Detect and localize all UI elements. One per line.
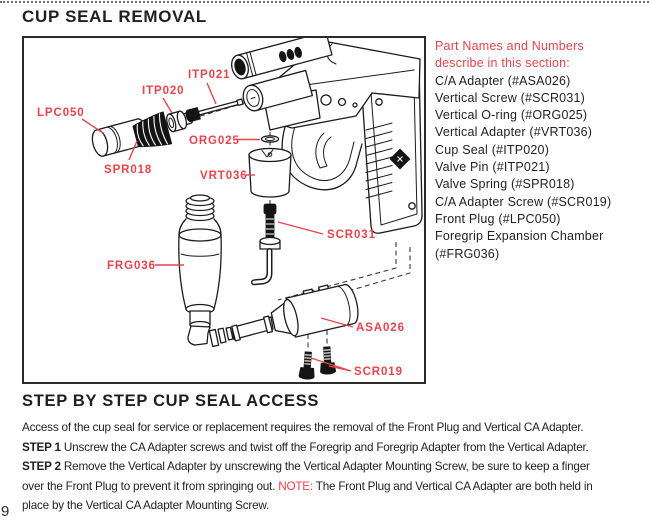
step-label: STEP 2 <box>22 460 61 474</box>
valve-chamber-tube <box>242 69 314 112</box>
part-label-itp020: ITP020 <box>142 85 184 97</box>
cup-seal <box>166 110 194 133</box>
leader-spr018 <box>128 140 138 161</box>
steps-section-heading: STEP BY STEP CUP SEAL ACCESS <box>22 392 320 410</box>
vertical-oring <box>260 135 280 143</box>
parts-panel-heading-line1: Part Names and Numbers <box>435 39 584 53</box>
parts-list-item: Foregrip Expansion Chamber <box>435 229 604 244</box>
grip-screw <box>408 202 416 210</box>
elbow-fitting <box>187 325 211 346</box>
body-text-line: over the Front Plug to prevent it from s… <box>22 477 646 497</box>
body-text-line: Access of the cup seal for service or re… <box>22 418 646 438</box>
steps-body-text: Access of the cup seal for service or re… <box>22 418 646 516</box>
valve-pin <box>185 98 244 123</box>
valve-spring <box>132 111 173 148</box>
page-title: CUP SEAL REMOVAL <box>22 7 208 26</box>
marker-body <box>231 38 423 234</box>
parts-list-item: Cup Seal (#ITP020) <box>435 142 550 157</box>
exploded-diagram-frame: LPC050 SPR018 ITP020 ITP021 ORG025 VRT03… <box>22 36 426 384</box>
grip-texture-hatching <box>365 122 393 199</box>
parts-panel-heading-line2: describe in this section: <box>435 56 570 71</box>
part-label-lpc050: LPC050 <box>37 107 85 119</box>
parts-list-item: Valve Spring (#SPR018) <box>435 177 575 192</box>
page-number: 9 <box>1 503 10 520</box>
parts-names-panel: Part Names and Numbers describe in this … <box>435 38 647 263</box>
barrel-bore <box>234 58 246 76</box>
trigger <box>315 132 332 169</box>
grip-logo-diamond <box>389 148 411 170</box>
part-label-frg036: FRG036 <box>107 260 156 272</box>
part-label-scr019: SCR019 <box>354 366 403 378</box>
parts-list-item: C/A Adapter Screw (#SCR019) <box>435 194 612 209</box>
body-text-line: STEP 1 Unscrew the CA Adapter screws and… <box>22 438 646 458</box>
step-label: STEP 1 <box>22 440 61 454</box>
leader-itp020 <box>162 97 173 114</box>
ca-adapter-screw <box>320 346 337 375</box>
leader-scr019 <box>310 357 352 372</box>
vertical-adapter <box>248 147 292 198</box>
part-label-itp021: ITP021 <box>188 69 230 81</box>
perforation-dotted-line <box>0 1 649 3</box>
part-label-scr031: SCR031 <box>327 229 376 241</box>
parts-list: C/A Adapter (#ASA026) Vertical Screw (#SC… <box>435 73 647 263</box>
text-segment: Unscrew the CA Adapter screws and twist … <box>60 440 589 454</box>
parts-list-item: Vertical Adapter (#VRT036) <box>435 125 593 140</box>
leader-itp021 <box>206 82 217 105</box>
leader-lpc050 <box>81 118 104 134</box>
part-label-org025: ORG025 <box>189 135 240 147</box>
ca-adapter <box>270 284 359 338</box>
part-label-spr018: SPR018 <box>104 164 152 176</box>
parts-list-item: C/A Adapter (#ASA026) <box>435 73 571 88</box>
vertical-screw <box>251 203 281 286</box>
barrel <box>231 38 333 80</box>
note-label: NOTE: <box>278 479 313 493</box>
part-label-asa026: ASA026 <box>356 322 405 334</box>
leader-lines <box>81 82 354 372</box>
grip <box>361 75 423 234</box>
text-segment: place by the Vertical CA Adapter Mountin… <box>22 499 270 513</box>
trigger-guard <box>281 117 363 191</box>
text-segment: over the Front Plug to prevent it from s… <box>22 479 279 493</box>
text-segment: Remove the Vertical Adapter by unscrewin… <box>60 460 590 474</box>
foregrip <box>178 194 234 348</box>
exploded-diagram: LPC050 SPR018 ITP020 ITP021 ORG025 VRT03… <box>37 38 423 380</box>
braided-hose <box>231 315 274 342</box>
parts-list-item: Vertical Screw (#SCR031) <box>435 90 585 105</box>
body-text-line: STEP 2 Remove the Vertical Adapter by un… <box>22 457 646 477</box>
part-labels: LPC050 SPR018 ITP020 ITP021 ORG025 VRT03… <box>37 69 405 378</box>
leader-asa026 <box>320 317 354 328</box>
text-segment: Access of the cup seal for service or re… <box>22 421 584 434</box>
body-text-line: place by the Vertical CA Adapter Mountin… <box>22 496 646 516</box>
grip-screw <box>375 98 383 106</box>
text-segment: The Front Plug and Vertical CA Adapter a… <box>312 479 593 493</box>
parts-list-item: Front Plug (#LPC050) <box>435 211 561 226</box>
parts-list-item: Valve Pin (#ITP021) <box>435 160 550 175</box>
part-label-vrt036: VRT036 <box>200 170 248 182</box>
parts-list-item: Vertical O-ring (#ORG025) <box>435 108 588 123</box>
parts-list-item: (#FRG036) <box>435 246 500 261</box>
ca-adapter-screw <box>298 351 315 380</box>
leader-scr031 <box>277 221 324 235</box>
